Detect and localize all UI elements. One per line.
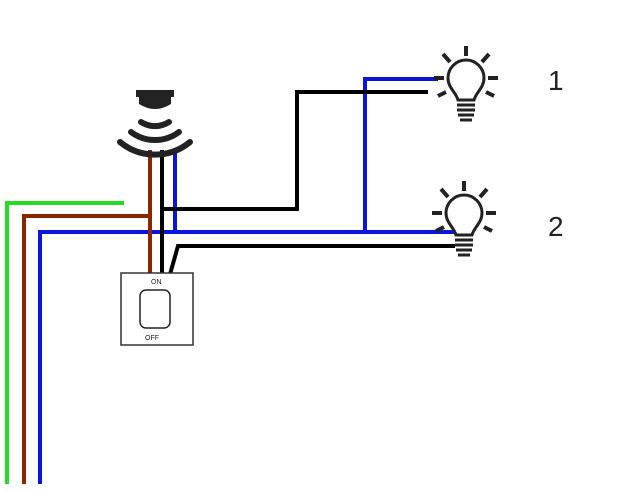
- switch-on-label: ON: [151, 279, 162, 286]
- lamp-2-icon: [432, 181, 496, 257]
- phase-wire: [22, 214, 152, 484]
- lamp2-switched-wire-b: [163, 244, 455, 293]
- lamp1-switched-wire: [160, 90, 428, 211]
- lamp-1-icon: [434, 46, 498, 122]
- neutral-riser-wire: [363, 77, 438, 232]
- switch-off-label: OFF: [145, 335, 159, 342]
- wall-switch-icon: ON OFF: [120, 272, 194, 346]
- neutral-supply-wire: [38, 230, 463, 484]
- lamp-1-number: 1: [548, 65, 564, 96]
- motion-sensor-icon: [117, 90, 193, 158]
- earth-wire: [5, 201, 124, 484]
- lamp-2-number: 2: [548, 211, 564, 242]
